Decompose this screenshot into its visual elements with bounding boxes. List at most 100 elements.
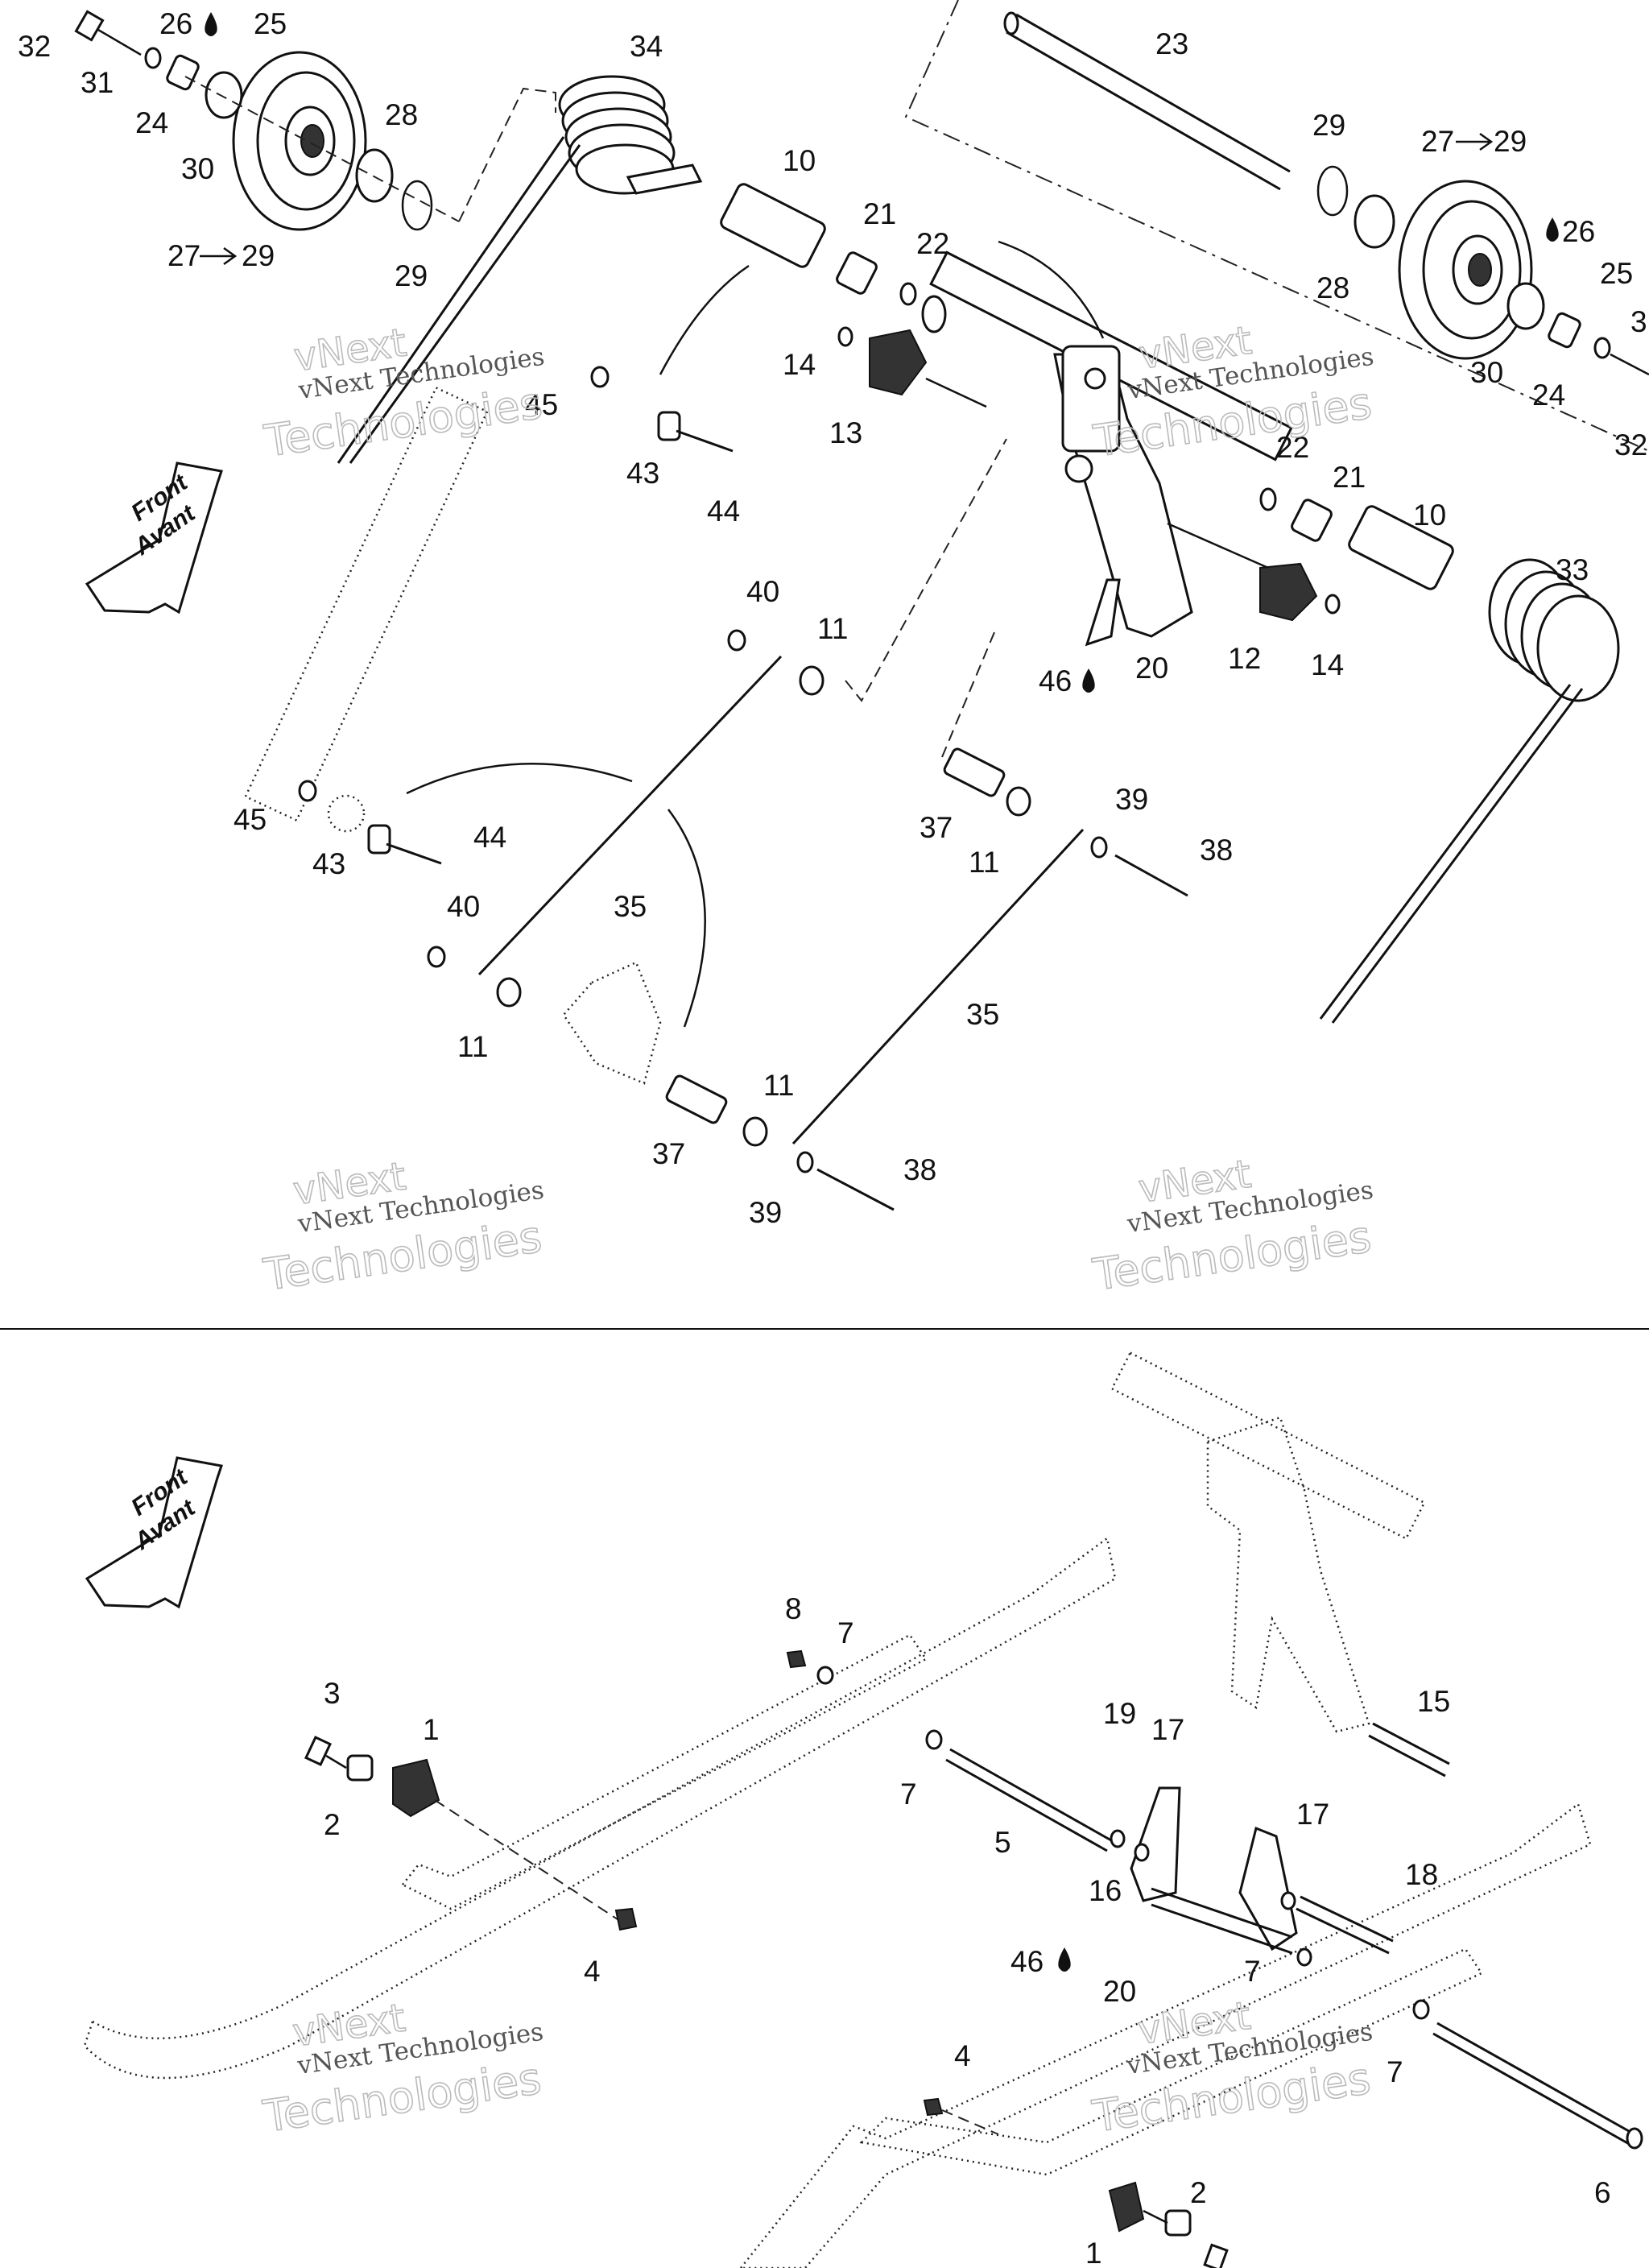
callout: 10 (783, 144, 816, 177)
callout: 20 (1135, 652, 1168, 685)
droplet-icon (1082, 668, 1095, 693)
callout: 46 (1039, 664, 1072, 697)
rear-bracket-16 (1110, 1786, 1430, 2020)
callout: 21 (1333, 461, 1366, 494)
top-callouts: 32 31 24 30 26 25 28 27 29 29 34 10 21 2… (18, 7, 1647, 1229)
callout: 46 (1010, 1945, 1044, 1978)
right-slide-rail (739, 1802, 1592, 2268)
bracket-13 (837, 326, 928, 396)
callout: 29 (395, 259, 428, 292)
callout: 39 (749, 1196, 782, 1229)
rod-18 (1296, 1895, 1394, 1955)
callout: 37 (652, 1137, 685, 1170)
callout: 25 (254, 7, 287, 40)
left-wheel-hardware (74, 10, 460, 231)
callout: 29 (1312, 109, 1345, 142)
callout: 43 (312, 847, 345, 880)
callout: 28 (385, 98, 418, 131)
droplet-icon (205, 12, 217, 36)
watermark-4: vNext vNext Technologies Technologies (1089, 1151, 1375, 1301)
droplet-icon (1546, 217, 1559, 242)
center-pivot-arm (921, 250, 1293, 647)
callout: 17 (1296, 1798, 1329, 1831)
shock-absorber (244, 366, 734, 865)
top-panel: Front Avant (74, 0, 1649, 1211)
callout: 12 (1228, 642, 1261, 675)
link-rods (427, 629, 1188, 1211)
callout: 32 (18, 30, 51, 63)
callout: 4 (584, 1955, 601, 1988)
watermark-1: vNext vNext Technologies Technologies (260, 320, 546, 468)
left-sleeve (720, 183, 917, 306)
left-torsion-spring (337, 75, 703, 464)
callout: 1 (423, 1713, 440, 1746)
pivot-assembly-outline (1110, 1351, 1426, 1733)
callout: 7 (1387, 2055, 1403, 2088)
droplet-icons (205, 12, 1559, 1972)
callout: 27 (167, 239, 200, 272)
callout: 37 (920, 811, 953, 844)
callout: 39 (1115, 783, 1148, 816)
callout: 20 (1103, 1975, 1136, 2008)
callout: 40 (447, 890, 480, 923)
callout: 27 (1421, 125, 1454, 158)
callout: 17 (1151, 1713, 1184, 1746)
callout: 40 (746, 575, 779, 608)
callout: 11 (817, 612, 848, 645)
rod-6 (1432, 2022, 1643, 2150)
callout: 7 (837, 1616, 854, 1649)
front-arrow-icon: Front Avant (85, 461, 223, 615)
callout: 2 (324, 1808, 341, 1841)
callout: 31 (81, 66, 114, 99)
callout: 35 (966, 998, 999, 1031)
droplet-icon (1058, 1947, 1071, 1972)
callout: 38 (1200, 834, 1233, 867)
callout: 19 (1103, 1697, 1136, 1730)
callout: 26 (159, 7, 192, 40)
watermark-3: vNext vNext Technologies Technologies (260, 1153, 546, 1302)
rear-mount-hardware (923, 2097, 1229, 2268)
callout: 28 (1316, 271, 1349, 304)
callout: 11 (457, 1030, 488, 1063)
left-idler-wheel (232, 51, 367, 231)
callout: 22 (916, 227, 949, 260)
callout: 26 (1562, 215, 1595, 248)
callout: 35 (614, 890, 647, 923)
callout: 11 (763, 1069, 794, 1102)
callout: 14 (1311, 648, 1344, 681)
callout: 5 (994, 1826, 1011, 1859)
callout: 45 (525, 388, 558, 421)
callout: 2 (1190, 2176, 1207, 2209)
watermark-5: vNext vNext Technologies Technologies (259, 1995, 545, 2143)
callout: 30 (1470, 356, 1503, 389)
arrow-right-icons (200, 132, 1494, 266)
callout: 24 (135, 106, 168, 139)
callout: 44 (707, 495, 740, 528)
callout: 14 (783, 348, 816, 381)
right-idler-wheel (1316, 165, 1649, 376)
bracket-12 (1259, 562, 1341, 622)
callout: 7 (1244, 1955, 1261, 1988)
callout: 45 (234, 803, 267, 836)
callout: 3 (324, 1677, 341, 1710)
callout: 32 (1614, 428, 1647, 461)
callout: 8 (785, 1592, 802, 1625)
axle-5 (925, 1729, 1112, 1852)
callout: 18 (1405, 1858, 1438, 1891)
callout: 33 (1556, 553, 1589, 586)
callout: 1 (1085, 2237, 1102, 2268)
callout: 10 (1413, 499, 1446, 532)
front-mount-hardware (304, 1649, 834, 1931)
bottom-callouts: 8 7 3 1 2 4 7 5 19 17 15 16 17 18 46 20 … (324, 1592, 1611, 2268)
callout: 29 (1494, 125, 1527, 158)
callout: 25 (1600, 257, 1633, 290)
callout: 29 (242, 239, 275, 272)
callout: 30 (181, 152, 214, 185)
top-cross-shaft (1003, 11, 1291, 191)
callout: 24 (1532, 379, 1565, 412)
callout: 7 (900, 1778, 917, 1811)
callout: 4 (954, 2039, 971, 2072)
callout: 13 (829, 416, 862, 449)
callout: 22 (1276, 431, 1309, 464)
